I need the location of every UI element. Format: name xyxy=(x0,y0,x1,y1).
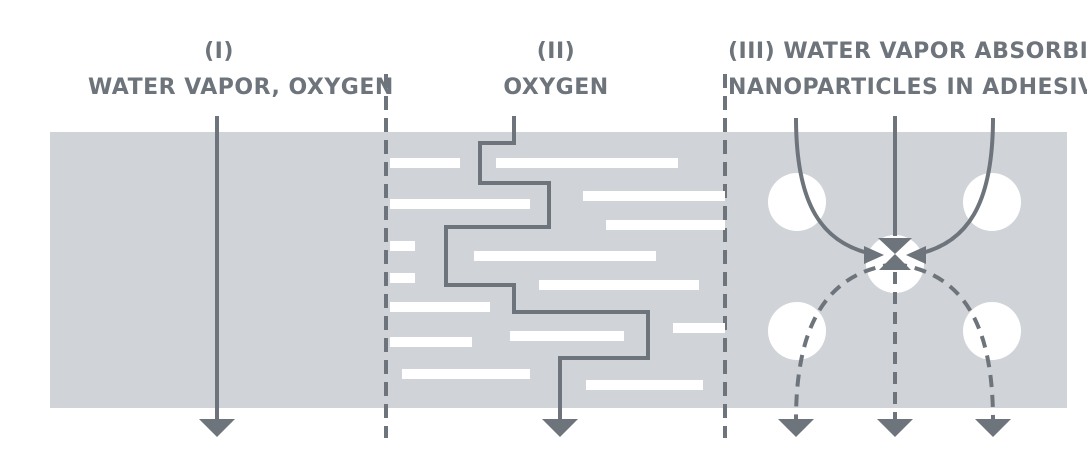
panel-3-title: (III) WATER VAPOR ABSORBING NANOPARTICLE… xyxy=(728,34,1087,106)
arrowhead-down-icon xyxy=(877,419,913,437)
platelet xyxy=(390,337,472,347)
platelet xyxy=(586,380,703,390)
dashed-path-right xyxy=(894,262,995,421)
platelet xyxy=(496,158,678,168)
platelet xyxy=(583,191,725,201)
panel-1-number: (I) xyxy=(204,39,234,64)
platelet xyxy=(390,273,415,283)
platelet xyxy=(390,199,530,209)
platelet xyxy=(390,158,460,168)
panel-2-title: (II) OXYGEN xyxy=(470,34,642,106)
nanoparticles xyxy=(768,173,1021,360)
nanoparticle xyxy=(963,173,1021,231)
platelet xyxy=(390,241,415,251)
incoming-path-right xyxy=(917,117,995,256)
dashed-path-left xyxy=(794,262,896,421)
platelet xyxy=(390,302,490,312)
panel-1-path xyxy=(199,116,235,437)
panel-1-label: WATER VAPOR, OXYGEN xyxy=(88,75,394,100)
platelet xyxy=(673,323,725,333)
arrowhead-down-icon xyxy=(199,419,235,437)
arrowhead-down-icon xyxy=(778,419,814,437)
tortuous-path-line xyxy=(444,116,650,422)
platelet xyxy=(606,220,725,230)
panel-2-label: OXYGEN xyxy=(503,75,609,100)
panel-1-title: (I) WATER VAPOR, OXYGEN xyxy=(88,34,394,106)
platelet xyxy=(402,369,530,379)
incoming-path-left xyxy=(794,117,873,256)
nanoparticle xyxy=(963,302,1021,360)
arrowhead-down-icon xyxy=(542,419,578,437)
panel-3-outgoing-paths xyxy=(794,262,995,421)
panel-2-number: (II) xyxy=(536,39,576,64)
panel-3-label: NANOPARTICLES IN ADHESIVES xyxy=(728,75,1087,100)
panel-2-path xyxy=(444,116,650,437)
platelet xyxy=(539,280,699,290)
platelet xyxy=(474,251,656,261)
platelets xyxy=(390,158,725,390)
arrowhead-down-icon xyxy=(975,419,1011,437)
platelet xyxy=(510,331,624,341)
panel-3-number: (III) WATER VAPOR ABSORBING xyxy=(728,39,1087,64)
nanoparticle xyxy=(768,302,826,360)
nanoparticle xyxy=(768,173,826,231)
panel-3-incoming-paths xyxy=(794,116,995,256)
